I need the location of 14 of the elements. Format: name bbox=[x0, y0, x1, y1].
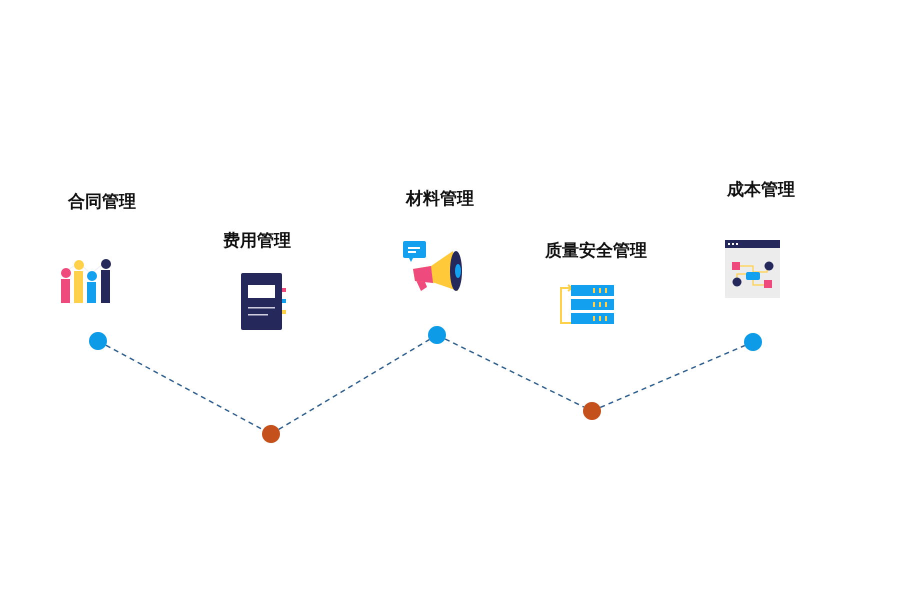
module-title: 费用管理 bbox=[223, 230, 291, 252]
module-title: 合同管理 bbox=[68, 191, 136, 213]
dashed-connector bbox=[106, 344, 264, 430]
module-title: 质量安全管理 bbox=[545, 240, 647, 262]
timeline-dot bbox=[262, 425, 280, 443]
dashed-connector bbox=[600, 344, 745, 408]
module-title: 成本管理 bbox=[727, 179, 795, 201]
timeline-dot bbox=[428, 326, 446, 344]
dashed-connector bbox=[278, 339, 430, 430]
timeline-dot bbox=[583, 402, 601, 420]
dashed-connector bbox=[444, 338, 584, 408]
module-title: 材料管理 bbox=[406, 188, 474, 210]
timeline-dot bbox=[744, 333, 762, 351]
timeline-dot bbox=[89, 332, 107, 350]
